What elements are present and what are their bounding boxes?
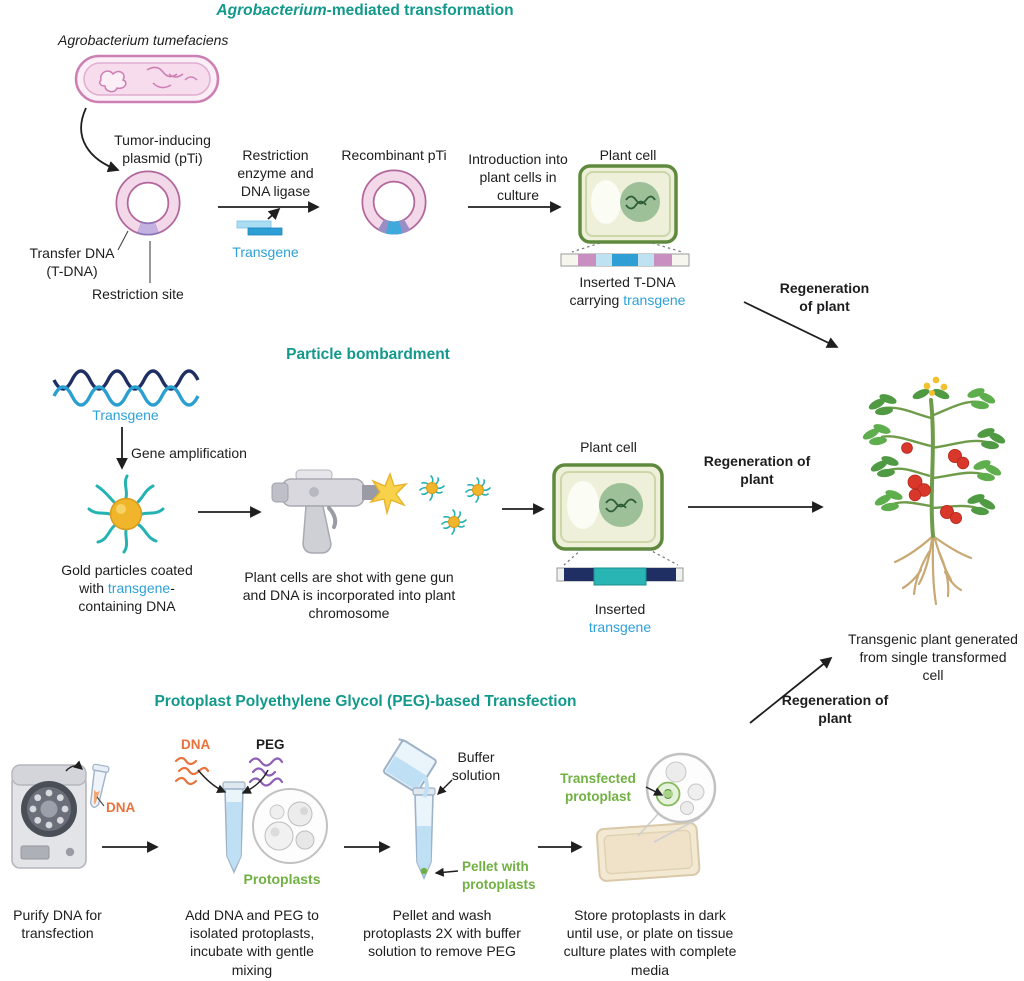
pti-plasmid-icon <box>115 170 181 236</box>
gold-transgene-word: transgene <box>107 580 171 597</box>
gold-particle-icon <box>87 474 165 554</box>
peg-squiggle-icon <box>248 757 284 787</box>
inserted-tdna-line1: Inserted T-DNA <box>579 274 676 290</box>
arrow-pellet-label <box>434 867 459 877</box>
transgene-bar-icon <box>556 567 684 586</box>
pellet-tube-icon <box>412 787 436 880</box>
recombinant-plasmid-icon <box>361 169 427 235</box>
inserted-tdna-transgene-word: transgene <box>623 292 686 309</box>
tdna-label: Transfer DNA (T-DNA) <box>29 245 115 280</box>
inserted-transgene-line2: transgene <box>588 619 652 636</box>
protoplasts-label: Protoplasts <box>243 871 321 887</box>
gold-caption-line2: with transgene- <box>33 579 221 597</box>
regeneration-label-1: Regeneration of plant <box>779 280 870 315</box>
dna-squiggle-icon <box>174 756 210 786</box>
gene-amplification-label: Gene amplification <box>131 445 247 461</box>
dna-helix-icon <box>52 369 200 407</box>
conical-tube-icon <box>222 781 246 874</box>
zoom-line-cell2-right <box>647 548 679 566</box>
bacterium-illustration <box>74 54 220 104</box>
centrifuge-illustration <box>11 764 87 869</box>
transgenic-plant-illustration <box>862 376 1006 606</box>
section1-title-rest: -mediated transformation <box>326 2 514 19</box>
peg-label: PEG <box>256 737 285 752</box>
culture-plate-illustration <box>595 752 717 882</box>
restriction-site-label: Restriction site <box>92 286 184 302</box>
mini-gold-particle-icon <box>419 475 445 501</box>
add-dna-caption: Add DNA and PEG to isolated protoplasts,… <box>185 907 319 978</box>
transgene-fragment-icon <box>236 220 283 236</box>
store-caption: Store protoplasts in dark until use, or … <box>563 907 737 978</box>
protoplast-circle-illustration <box>252 788 328 864</box>
transgene-label-1: Transgene <box>232 244 299 260</box>
inserted-transgene-line1: Inserted <box>594 601 646 617</box>
inserted-tdna-caption: Inserted T-DNA carrying transgene <box>545 273 710 309</box>
mini-gold-particle-icon <box>441 509 467 535</box>
section2-title: Particle bombardment <box>286 346 450 363</box>
pti-plasmid-label: Tumor-inducing plasmid (pTi) <box>114 132 211 167</box>
gold-caption: Gold particles coated with transgene- co… <box>33 561 221 616</box>
magnifier-protoplast-illustration <box>637 752 717 843</box>
flowers <box>923 376 948 396</box>
purify-caption: Purify DNA for transfection <box>13 907 102 942</box>
arrow-transgene-to-step <box>267 207 281 221</box>
section1-title-italic: Agrobacterium <box>216 2 327 19</box>
plant-cell-label-2: Plant cell <box>580 439 637 455</box>
tdna-bar-icon <box>560 253 690 267</box>
bacterium-label: Agrobacterium tumefaciens <box>58 32 229 48</box>
gene-gun-illustration <box>271 469 409 554</box>
gold-hyphen: - <box>170 580 175 597</box>
pellet-label: Pellet with protoplasts <box>462 859 536 892</box>
wash-caption: Pellet and wash protoplasts 2X with buff… <box>363 907 521 960</box>
tomatoes <box>901 442 970 524</box>
gun-caption: Plant cells are shot with gene gun and D… <box>242 569 456 622</box>
tube-dna-label: DNA <box>106 800 136 815</box>
gold-with: with <box>79 580 108 597</box>
section1-title: Agrobacterium-mediated transformation <box>175 1 555 21</box>
transgene-label-2: Transgene <box>92 407 159 423</box>
buffer-solution-label: Buffer solution <box>451 749 501 784</box>
zoom-line-cell2-left <box>563 548 583 566</box>
section3-title: Protoplast Polyethylene Glycol (PEG)-bas… <box>154 693 577 710</box>
introduction-step-label: Introduction into plant cells in culture <box>468 151 568 204</box>
recombinant-pti-label: Recombinant pTi <box>341 147 447 163</box>
gold-caption-line3: containing DNA <box>78 598 176 615</box>
plant-cell-illustration <box>578 164 678 244</box>
regeneration-label-3: Regeneration of plant <box>781 692 889 727</box>
plant-cell-label-1: Plant cell <box>599 147 657 163</box>
plant-cell-illustration <box>552 463 664 551</box>
dna-label: DNA <box>181 737 211 752</box>
mini-gold-particle-icon <box>465 477 491 503</box>
restriction-step-label: Restriction enzyme and DNA ligase <box>237 147 314 200</box>
leaf-clusters <box>862 388 1006 516</box>
inserted-tdna-line2: carrying transgene <box>545 291 710 309</box>
inserted-transgene-caption: Inserted transgene <box>570 600 670 636</box>
inserted-tdna-carrying: carrying <box>569 292 624 309</box>
transfected-label: Transfected protoplast <box>560 771 636 804</box>
regeneration-label-2: Regeneration of plant <box>703 453 811 488</box>
transgenic-plant-caption: Transgenic plant generated from single t… <box>848 631 1018 684</box>
gold-caption-line1: Gold particles coated <box>61 562 193 578</box>
